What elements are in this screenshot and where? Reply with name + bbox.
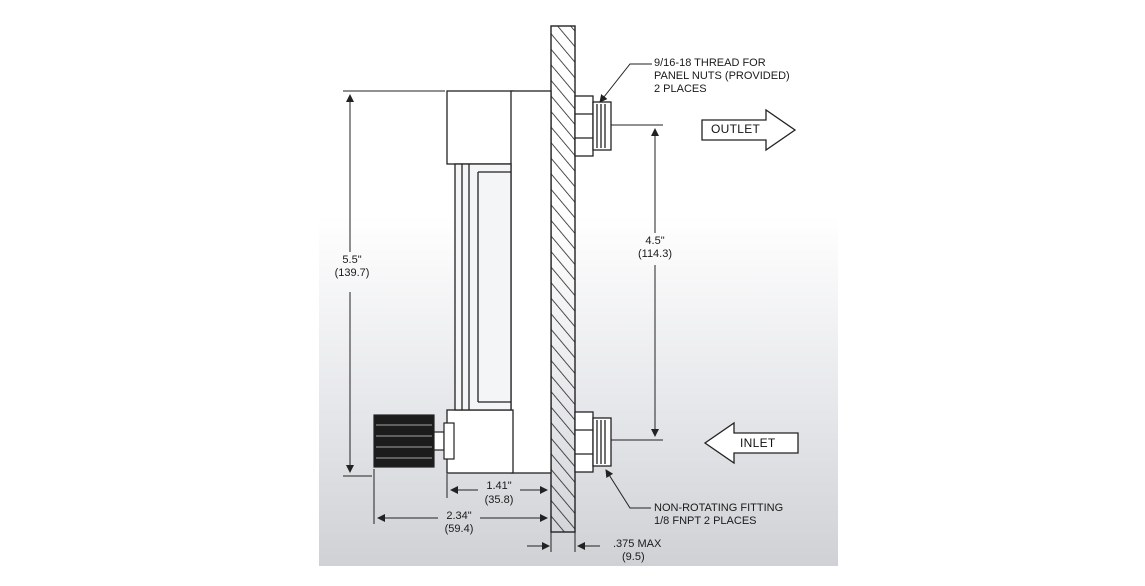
fitting-leader-line [605, 469, 651, 509]
depth-short-mm-label: (35.8) [484, 494, 514, 506]
panel-max-mm-label: (9.5) [622, 551, 645, 563]
outlet-label: OUTLET [711, 122, 761, 136]
fitting-note-line2: 1/8 FNPT 2 PLACES [654, 515, 757, 527]
inlet-fitting [574, 411, 612, 473]
flowmeter-body [446, 90, 552, 474]
thread-note-line2: PANEL NUTS (PROVIDED) [654, 70, 790, 82]
valve-knob [373, 414, 455, 468]
port-spacing-dimension [611, 124, 663, 441]
height-mm-label: (139.7) [334, 267, 370, 279]
panel-max-inches-label: .375 MAX [613, 538, 662, 550]
depth-short-dimension [446, 474, 548, 498]
panel-thickness-dimension [527, 532, 600, 552]
thread-leader-line [599, 63, 652, 103]
mounting-panel [550, 25, 576, 533]
depth-long-dimension [373, 469, 552, 532]
depth-short-inches-label: 1.41" [486, 480, 512, 492]
height-inches-label: 5.5" [342, 254, 362, 266]
depth-long-inches-label: 2.34" [446, 510, 472, 522]
inlet-arrow [703, 421, 799, 465]
spacing-inches-label: 4.5" [645, 235, 665, 247]
depth-long-mm-label: (59.4) [444, 523, 474, 535]
thread-note-line3: 2 PLACES [654, 83, 707, 95]
inlet-label: INLET [740, 436, 776, 450]
fitting-note-line1: NON-ROTATING FITTING [654, 502, 784, 514]
outlet-fitting [574, 95, 612, 157]
spacing-mm-label: (114.3) [637, 248, 673, 260]
outlet-arrow [701, 108, 797, 152]
thread-note-line1: 9/16-18 THREAD FOR [654, 57, 766, 69]
height-dimension [343, 90, 445, 477]
